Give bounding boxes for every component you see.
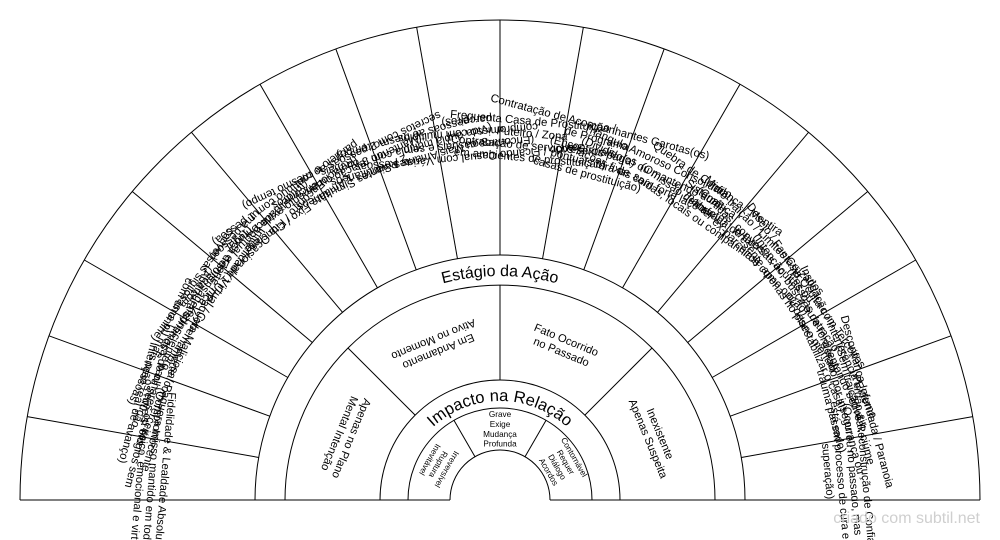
outer-segment-divider xyxy=(84,259,289,378)
outer-segment-divider xyxy=(622,84,741,289)
outer-segment-divider xyxy=(416,27,458,259)
outer-segment-divider xyxy=(741,416,973,458)
inner-segment-label-line: Mudança xyxy=(483,430,517,439)
outer-segment-divider xyxy=(711,259,916,378)
outer-segment-divider xyxy=(48,335,270,417)
outer-segment-divider xyxy=(191,131,343,313)
middle-segment-divider xyxy=(347,347,416,416)
outer-segment-divider xyxy=(730,335,952,417)
outer-segment-divider xyxy=(131,191,313,343)
inner-segment-label-line: Exige xyxy=(490,420,511,429)
outer-segment-divider xyxy=(542,27,584,259)
credit-text: criado com subtil.net xyxy=(833,510,980,527)
inner-segment-divider xyxy=(453,420,476,457)
inner-segment-label-line: Profunda xyxy=(483,440,517,449)
outer-segment-divider xyxy=(259,84,378,289)
middle-segment-divider xyxy=(584,347,653,416)
outer-segment-label-line: superação) xyxy=(819,443,836,500)
outer-segment-divider xyxy=(687,191,869,343)
outer-segment-divider xyxy=(27,416,259,458)
inner-segment-label-line: Grave xyxy=(489,410,512,419)
outer-segment-label: Saindo / Ficando Casual com Várias Pesso… xyxy=(351,104,586,173)
ring-arc-inner xyxy=(407,407,593,501)
ring-arc-hole xyxy=(449,449,551,501)
outer-segment-divider xyxy=(335,48,417,270)
inner-segment-divider xyxy=(524,420,547,457)
outer-segment-divider xyxy=(583,48,665,270)
outer-segment-label-line: parceiros) xyxy=(441,112,493,128)
svg-text:Saindo / Ficando Casual com Vá: Saindo / Ficando Casual com Várias Pesso… xyxy=(351,104,586,173)
outer-segment-divider xyxy=(657,131,809,313)
